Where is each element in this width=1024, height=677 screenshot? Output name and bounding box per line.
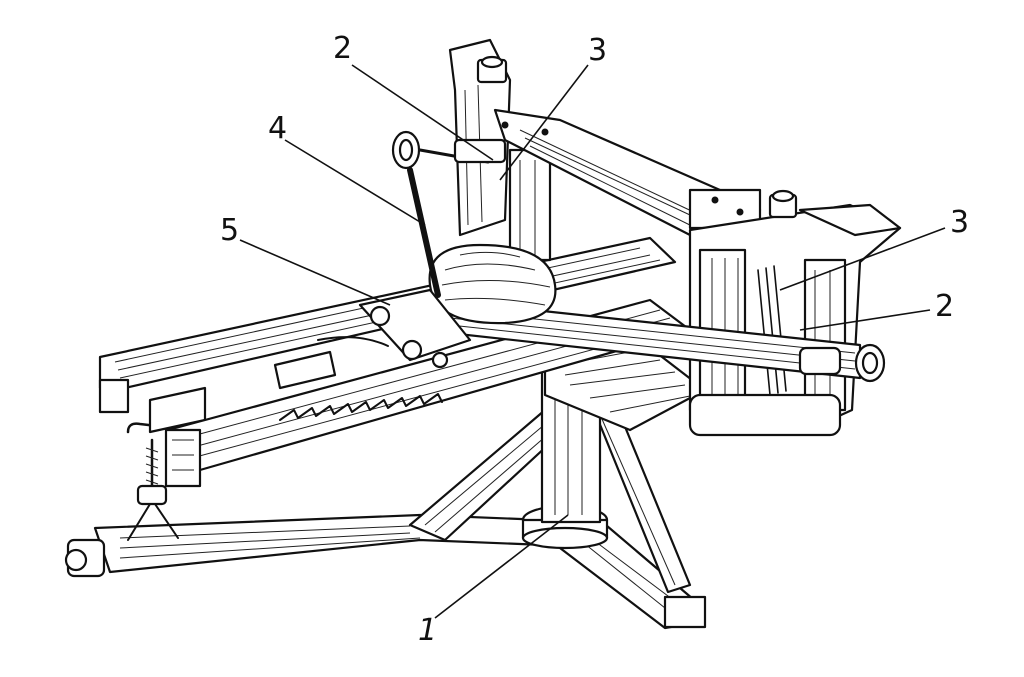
tripod-base xyxy=(64,393,707,630)
leader-lines xyxy=(239,64,946,619)
callout-2-top: 2 xyxy=(333,31,352,66)
callout-1: 1 xyxy=(418,613,437,648)
callout-3-right: 3 xyxy=(950,205,969,240)
callout-2-right: 2 xyxy=(935,289,954,324)
callout-5: 5 xyxy=(220,213,239,248)
leader-3-right xyxy=(779,227,946,291)
front-upright xyxy=(688,189,902,437)
leader-4 xyxy=(284,139,426,226)
leader-1 xyxy=(434,514,569,619)
callout-4: 4 xyxy=(268,111,287,146)
leader-2-right xyxy=(799,309,931,331)
callout-3-top: 3 xyxy=(588,33,607,68)
projectile-bag xyxy=(428,243,557,325)
leader-2-top xyxy=(351,64,494,161)
callouts: 2 3 4 5 3 2 1 xyxy=(220,31,969,648)
leader-3-top xyxy=(499,64,589,181)
screw-jack xyxy=(126,422,179,541)
leader-5 xyxy=(239,239,391,306)
trigger-mechanism xyxy=(317,288,472,369)
rear-upright xyxy=(448,38,552,262)
